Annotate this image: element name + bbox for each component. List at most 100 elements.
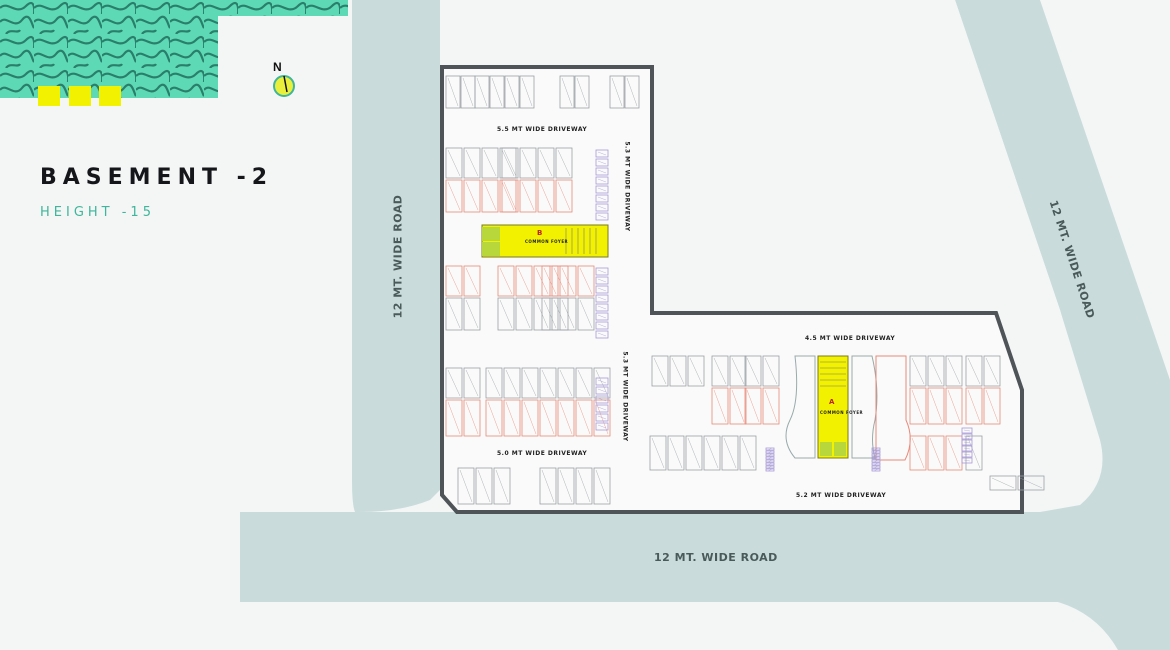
parking-bay-mark xyxy=(713,357,727,385)
parking-bay-mark xyxy=(597,205,607,210)
parking-bay xyxy=(557,367,575,399)
parking-bay-mark xyxy=(689,357,703,385)
parking-bay xyxy=(871,468,881,472)
parking-bay-mark xyxy=(767,462,773,466)
parking-bay-mark xyxy=(947,437,961,469)
parking-bay xyxy=(515,297,533,331)
parking-bay xyxy=(539,367,557,399)
parking-bay-mark xyxy=(873,447,879,451)
parking-bay-mark xyxy=(597,314,607,319)
parking-bay xyxy=(983,355,1001,387)
parking-bay-mark xyxy=(597,296,607,301)
parking-bay xyxy=(595,185,609,194)
parking-bay xyxy=(871,447,881,451)
parking-bay-mark xyxy=(651,437,665,469)
parking-bay xyxy=(463,147,481,179)
parking-bay-mark xyxy=(561,267,575,295)
parking-bay-mark xyxy=(597,187,607,192)
parking-bay-mark xyxy=(873,468,879,472)
parking-bay xyxy=(609,75,625,109)
parking-bay xyxy=(965,355,983,387)
parking-bay xyxy=(555,179,573,213)
parking-bay-mark xyxy=(465,369,479,397)
parking-bay xyxy=(595,330,609,339)
parking-bay xyxy=(577,265,595,297)
parking-bay xyxy=(595,167,609,176)
parking-bay-mark xyxy=(576,77,588,107)
parking-bay xyxy=(521,367,539,399)
parking-bay xyxy=(762,355,780,387)
parking-bay xyxy=(445,297,463,331)
parking-bay xyxy=(871,465,881,469)
parking-bay-mark xyxy=(597,160,607,165)
parking-bay xyxy=(501,179,519,213)
parking-bay xyxy=(574,75,590,109)
parking-bay-mark xyxy=(521,181,535,211)
parking-bay-mark xyxy=(873,456,879,460)
parking-bay-mark xyxy=(723,437,737,469)
parking-bay-mark xyxy=(687,437,701,469)
parking-bay-mark xyxy=(597,151,607,156)
parking-bay xyxy=(624,75,640,109)
parking-bay-mark xyxy=(967,389,981,423)
parking-bay xyxy=(521,399,539,437)
parking-bay-mark xyxy=(963,447,971,450)
parking-bay xyxy=(765,456,775,460)
parking-bay xyxy=(595,321,609,330)
parking-bay-mark xyxy=(947,357,961,385)
parking-bay xyxy=(765,462,775,466)
parking-bay xyxy=(445,75,461,109)
parking-bay-mark xyxy=(447,149,461,177)
parking-bay-mark xyxy=(505,401,519,435)
parking-bay xyxy=(463,399,481,437)
driveway-label-upper-vertical: 5.3 MT WIDE DRIVEWAY xyxy=(623,141,631,232)
parking-bay xyxy=(595,377,609,386)
parking-bay xyxy=(909,355,927,387)
parking-bay xyxy=(765,450,775,454)
parking-bay xyxy=(515,265,533,297)
parking-bay xyxy=(961,433,973,440)
driveway-label-top: 5.5 MT WIDE DRIVEWAY xyxy=(497,126,588,133)
parking-bay-mark xyxy=(465,299,479,329)
parking-bay-mark xyxy=(597,278,607,283)
parking-bay xyxy=(593,399,611,437)
parking-bay-mark xyxy=(597,388,607,393)
parking-bay-mark xyxy=(597,214,607,219)
parking-bay-mark xyxy=(963,435,971,438)
foyer-b xyxy=(481,224,609,258)
parking-bay xyxy=(539,399,557,437)
parking-bay-mark xyxy=(767,447,773,451)
parking-bay-mark xyxy=(597,397,607,402)
parking-bay-mark xyxy=(873,465,879,469)
parking-bay xyxy=(765,459,775,463)
parking-bay xyxy=(595,176,609,185)
parking-bay xyxy=(945,355,963,387)
parking-bay-mark xyxy=(597,424,607,429)
parking-bay xyxy=(927,435,945,471)
parking-bay-mark xyxy=(597,287,607,292)
parking-bay xyxy=(463,297,481,331)
parking-bay-mark xyxy=(501,149,515,177)
parking-bay xyxy=(961,427,973,434)
parking-bay-mark xyxy=(523,369,537,397)
driveway-label-right-top: 4.5 MT WIDE DRIVEWAY xyxy=(805,335,896,342)
parking-bay xyxy=(497,297,515,331)
parking-bay-mark xyxy=(487,369,501,397)
parking-bay-mark xyxy=(557,149,571,177)
parking-bay-mark xyxy=(447,299,461,329)
parking-bay-mark xyxy=(947,389,961,423)
parking-bay-mark xyxy=(963,429,971,432)
yellow-marker xyxy=(69,86,91,106)
parking-bay xyxy=(595,158,609,167)
yellow-marker xyxy=(99,86,121,106)
parking-bay-mark xyxy=(597,332,607,337)
parking-bay xyxy=(481,147,499,179)
parking-bay-mark xyxy=(967,357,981,385)
foyer-b-label: B xyxy=(537,229,543,237)
parking-bay xyxy=(595,312,609,321)
parking-bay-mark xyxy=(731,357,745,385)
parking-bay xyxy=(595,203,609,212)
parking-bay-mark xyxy=(499,299,513,329)
parking-bay xyxy=(559,75,575,109)
parking-bay-mark xyxy=(521,149,535,177)
